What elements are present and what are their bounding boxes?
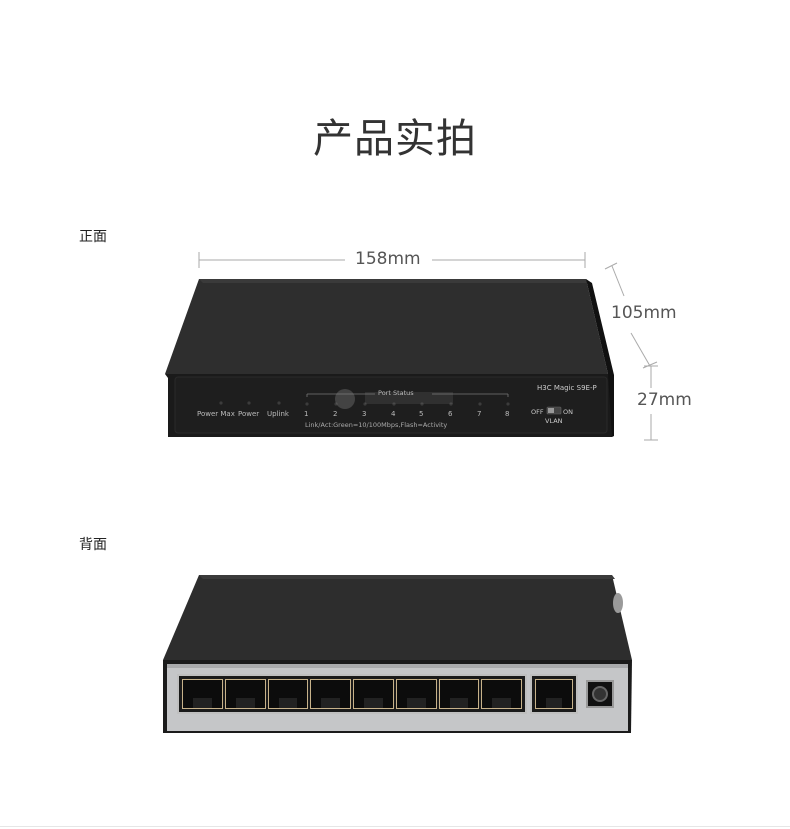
model-label: H3C Magic S9E-P xyxy=(537,384,597,392)
port-number: 6 xyxy=(448,410,453,418)
port-status-label: Port Status xyxy=(378,389,414,397)
led-label-power-max: Power Max xyxy=(197,410,235,418)
led-label-group: Power Max Power Uplink xyxy=(193,410,313,422)
rj45-port xyxy=(395,679,437,709)
watermark-logo xyxy=(335,389,453,409)
uplink-port xyxy=(530,674,578,714)
led-label-power: Power xyxy=(238,410,260,418)
rj45-port xyxy=(182,679,223,709)
port-number: 3 xyxy=(362,410,367,418)
led-label-uplink: Uplink xyxy=(267,410,289,418)
vlan-switch-label: VLAN xyxy=(545,417,563,425)
width-dimension: 158mm xyxy=(355,249,421,269)
port-number: 2 xyxy=(333,410,338,418)
back-section-label: 背面 xyxy=(79,537,107,553)
rj45-port xyxy=(438,679,480,709)
vlan-switch-on-label: ON xyxy=(563,408,573,416)
vlan-switch-off-label: OFF xyxy=(531,408,544,416)
rj45-port xyxy=(353,679,394,709)
port-number: 5 xyxy=(419,410,424,418)
rj45-port-block xyxy=(177,674,527,714)
port-number: 1 xyxy=(304,410,309,418)
dimension-lines xyxy=(198,252,658,441)
rj45-port xyxy=(310,679,351,709)
page-title: 产品实拍 xyxy=(313,116,477,162)
port-number: 4 xyxy=(391,410,396,418)
port-number-group: 1 2 3 4 5 6 7 8 xyxy=(300,410,520,420)
dc-power-jack xyxy=(586,680,614,708)
rj45-port xyxy=(481,679,522,709)
port-legend: Link/Act:Green=10/100Mbps,Flash=Activity xyxy=(305,421,448,429)
port-number: 7 xyxy=(477,410,482,418)
port-number: 8 xyxy=(505,410,510,418)
height-dimension: 27mm xyxy=(637,390,692,410)
front-device xyxy=(165,279,614,437)
bottom-divider xyxy=(0,826,790,827)
front-section-label: 正面 xyxy=(79,229,107,245)
rj45-port xyxy=(224,679,266,709)
rj45-port xyxy=(267,679,309,709)
depth-dimension: 105mm xyxy=(611,303,677,323)
